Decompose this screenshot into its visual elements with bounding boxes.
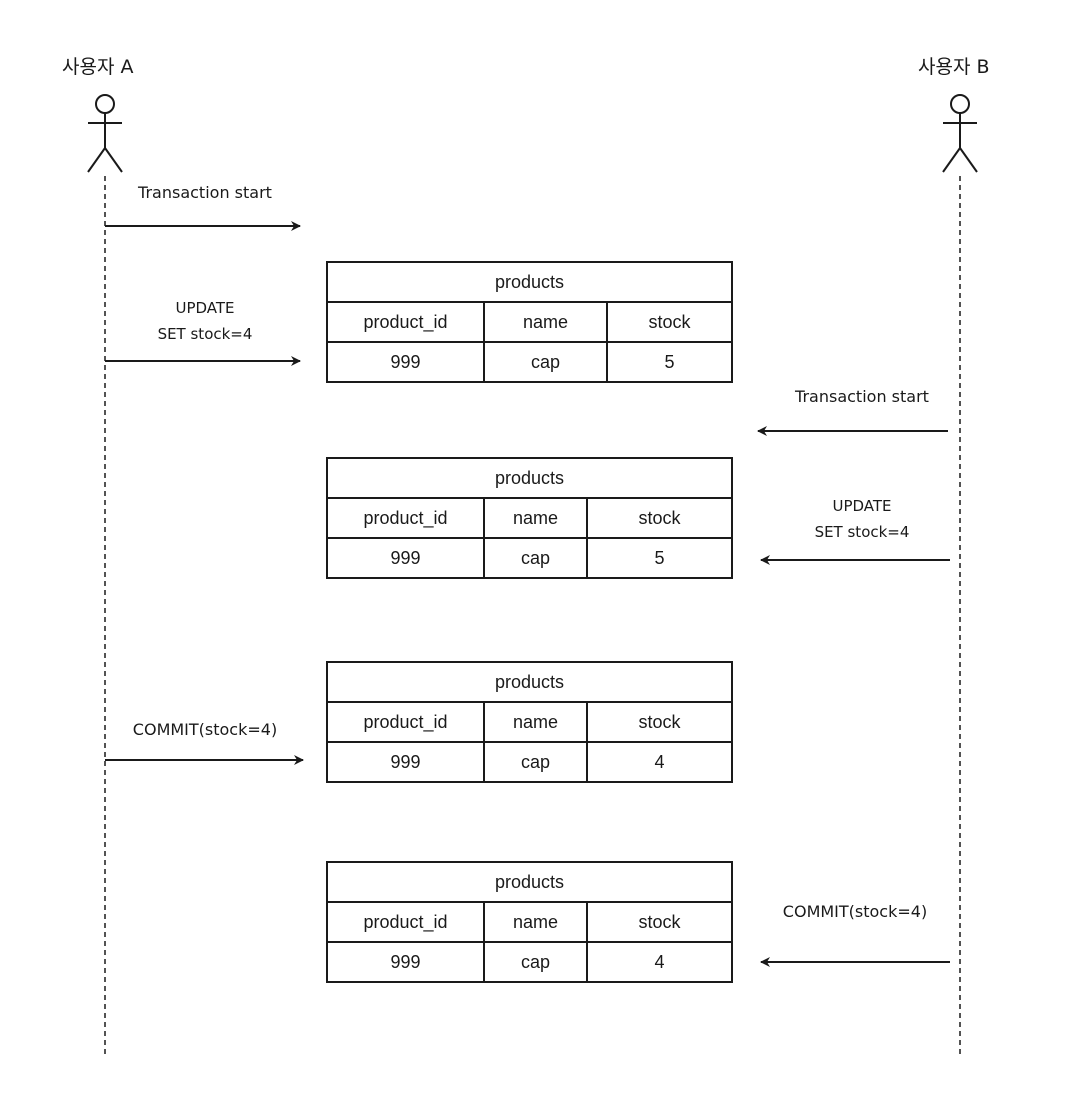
actor-b-figure (942, 94, 978, 173)
message-a-tx-start: Transaction start (105, 180, 305, 206)
cell-stock: 5 (605, 341, 734, 383)
header-stock: stock (585, 901, 734, 943)
actor-a-figure (87, 94, 123, 173)
products-table-3: products product_id name stock 999 cap 4 (325, 661, 734, 783)
header-stock: stock (605, 301, 734, 343)
products-table-4: products product_id name stock 999 cap 4 (325, 861, 734, 983)
cell-name: cap (483, 741, 588, 783)
header-product-id: product_id (326, 301, 485, 343)
cell-stock: 4 (585, 941, 734, 983)
header-name: name (483, 901, 588, 943)
header-product-id: product_id (326, 701, 485, 743)
cell-name: cap (483, 341, 608, 383)
cell-product-id: 999 (326, 741, 485, 783)
message-text: COMMIT(stock=4) (782, 902, 928, 921)
message-text: COMMIT(stock=4) (132, 720, 278, 739)
table-title: products (325, 661, 734, 703)
actor-b-label: 사용자 B (918, 56, 990, 78)
cell-product-id: 999 (326, 537, 485, 579)
message-b-tx-start: Transaction start (762, 384, 962, 410)
cell-stock: 5 (585, 537, 734, 579)
cell-name: cap (483, 537, 588, 579)
message-text-line2: SET stock=4 (814, 523, 910, 541)
products-table-1: products product_id name stock 999 cap 5 (325, 261, 734, 383)
cell-stock: 4 (585, 741, 734, 783)
actor-a-label: 사용자 A (62, 56, 134, 78)
header-name: name (483, 301, 608, 343)
message-a-update: UPDATE SET stock=4 (105, 295, 305, 347)
message-text: Transaction start (138, 183, 272, 202)
message-text-line1: UPDATE (175, 299, 235, 317)
message-text-line1: UPDATE (832, 497, 892, 515)
message-b-commit: COMMIT(stock=4) (755, 899, 955, 925)
header-stock: stock (585, 701, 734, 743)
cell-name: cap (483, 941, 588, 983)
message-text-line2: SET stock=4 (157, 325, 253, 343)
cell-product-id: 999 (326, 341, 485, 383)
table-title: products (325, 861, 734, 903)
table-title: products (325, 457, 734, 499)
message-b-update: UPDATE SET stock=4 (762, 493, 962, 545)
message-a-commit: COMMIT(stock=4) (105, 717, 305, 743)
products-table-2: products product_id name stock 999 cap 5 (325, 457, 734, 579)
header-name: name (483, 497, 588, 539)
header-stock: stock (585, 497, 734, 539)
header-product-id: product_id (326, 497, 485, 539)
cell-product-id: 999 (326, 941, 485, 983)
header-name: name (483, 701, 588, 743)
table-title: products (325, 261, 734, 303)
header-product-id: product_id (326, 901, 485, 943)
message-text: Transaction start (795, 387, 929, 406)
